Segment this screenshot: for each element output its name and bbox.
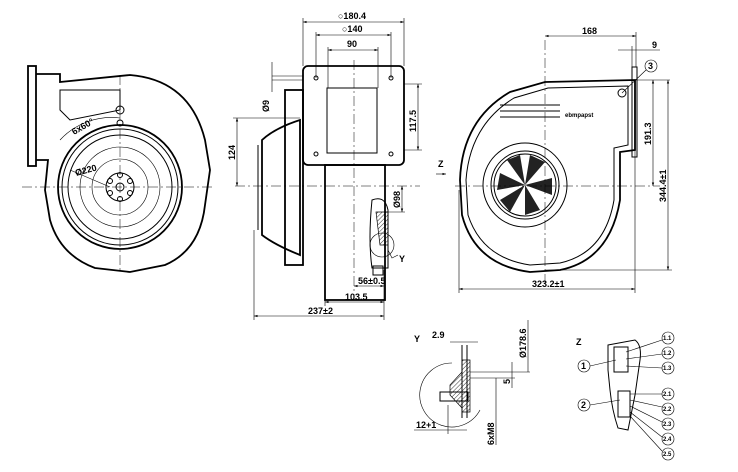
svg-text:2.3: 2.3 — [663, 422, 672, 428]
dim-9: 9 — [652, 40, 657, 50]
svg-text:1: 1 — [581, 361, 586, 371]
svg-text:1.2: 1.2 — [663, 351, 672, 357]
svg-text:2.4: 2.4 — [663, 437, 672, 443]
dim-90: 90 — [347, 39, 357, 49]
callout-left: 1 2 — [577, 359, 621, 412]
dim-168: 168 — [582, 26, 597, 36]
svg-text:2.5: 2.5 — [663, 452, 672, 458]
dim-180-4: ○180.4 — [338, 11, 366, 21]
callout-right: 1.1 1.2 1.3 2.1 2.2 2.3 2.4 2.5 — [625, 331, 675, 461]
dim-191-3: 191.3 — [643, 122, 653, 145]
dim-323-2: 323.2±1 — [532, 279, 564, 289]
z-marker: Z — [438, 159, 444, 169]
svg-text:2.2: 2.2 — [663, 407, 672, 413]
dim-103-5: 103.5 — [345, 292, 368, 302]
dim-12: 12+1 — [416, 420, 436, 430]
svg-text:2.1: 2.1 — [663, 392, 672, 398]
dim-117-5: 117.5 — [408, 110, 418, 132]
dim-237: 237±2 — [308, 306, 333, 316]
dim-56: 56±0.5 — [358, 276, 385, 286]
dim-5: 5 — [502, 379, 512, 384]
dim-2-9: 2.9 — [432, 330, 445, 340]
front-view: 6x60° Ø220 — [22, 65, 212, 273]
brand-logo: ebmpapst — [565, 113, 593, 119]
dim-178-6: Ø178.6 — [518, 328, 528, 358]
dim-140: ○140 — [342, 24, 362, 34]
svg-text:1.3: 1.3 — [663, 366, 672, 372]
dim-6xm8: 6xM8 — [486, 422, 496, 445]
side-view: ○180.4 ○140 90 Ø9 117.5 124 Ø98 Y 56±0.5… — [227, 11, 422, 320]
svg-text:1.1: 1.1 — [663, 336, 672, 342]
detail-y-title: Y — [414, 334, 420, 344]
detail-z: Z 1 2 1.1 1.2 1.3 2.1 2.2 2.3 2.4 — [576, 331, 675, 461]
detail-y-marker: Y — [399, 254, 405, 264]
svg-text:2: 2 — [581, 400, 586, 410]
detail-z-title: Z — [576, 337, 582, 347]
callout-3: 3 — [648, 61, 653, 71]
dim-9-hole: Ø9 — [261, 100, 271, 112]
detail-y: Y 2.9 Ø178.6 5 6xM8 12+1 — [414, 320, 530, 445]
dim-344-4: 344.4±1 — [658, 170, 668, 202]
dim-124: 124 — [227, 145, 237, 160]
dim-98: Ø98 — [392, 191, 402, 208]
fan-grille — [497, 155, 552, 215]
rear-view: ebmpapst 3 Z 168 9 191.3 344.4±1 323.2±1 — [436, 26, 672, 293]
